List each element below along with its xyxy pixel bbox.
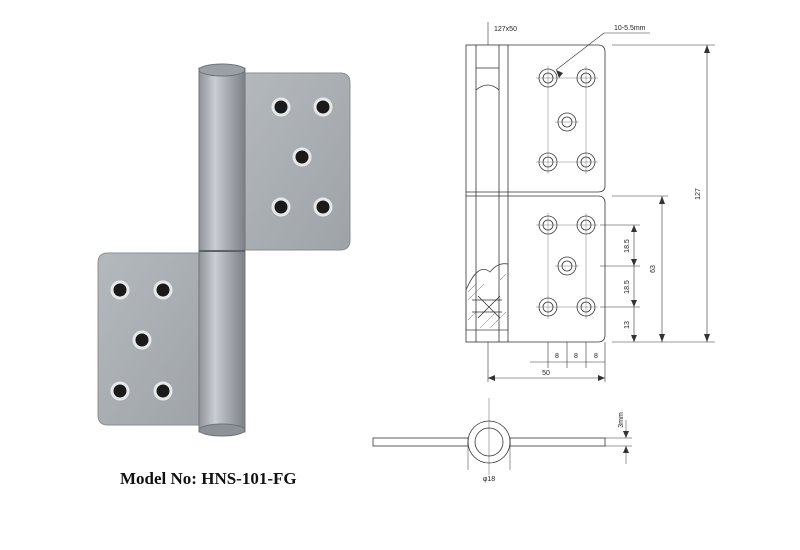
size-label: 127x50 xyxy=(494,26,517,33)
dim-knuckle-diameter: φ18 xyxy=(483,476,495,483)
dim-hole-gap-3: 8 xyxy=(594,353,598,360)
drawing-lower-leaf xyxy=(508,195,606,343)
barrel-bottom-cap xyxy=(198,423,246,437)
dim-thickness: 3mm xyxy=(618,412,625,428)
model-caption: Model No: HNS-101-FG xyxy=(120,469,297,489)
model-label: Model No: xyxy=(120,469,197,488)
dim-total-height: 127 xyxy=(695,188,702,200)
dim-leaf-width: 50 xyxy=(542,370,550,377)
drawing-top-view xyxy=(372,398,632,475)
model-number: HNS-101-FG xyxy=(201,469,297,488)
drawing-section-cutaway xyxy=(465,263,509,331)
lower-leaf-holes xyxy=(110,280,173,401)
barrel-top-cap xyxy=(198,63,246,77)
dim-spacing-b: 18.5 xyxy=(624,280,631,294)
dim-spacing-a: 18.5 xyxy=(624,239,631,253)
dim-bottom-offset: 13 xyxy=(624,321,631,329)
drawing-upper-holes xyxy=(538,68,596,172)
dim-hole-gap-1: 8 xyxy=(555,353,559,360)
dim-hole-gap-2: 8 xyxy=(574,353,578,360)
hole-callout: 10-5.5mm xyxy=(614,25,646,32)
upper-leaf-holes xyxy=(271,97,333,217)
dim-lower-span: 63 xyxy=(650,265,657,273)
drawing-upper-leaf xyxy=(508,44,606,193)
drawing-barrel-strip xyxy=(465,44,509,343)
